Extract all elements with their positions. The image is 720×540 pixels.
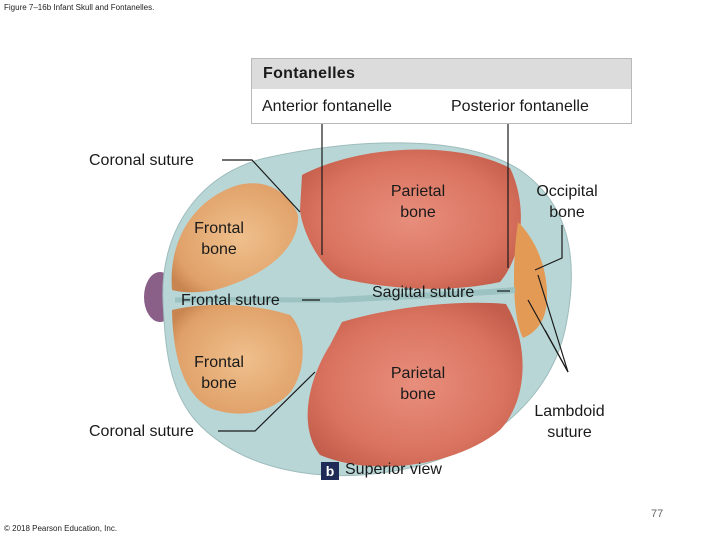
label-occipital-bone-line1: Occipital bbox=[536, 183, 598, 200]
label-parietal-bone-top-line2: bone bbox=[400, 204, 436, 221]
label-lambdoid-suture-line1: Lambdoid bbox=[534, 403, 605, 420]
label-lambdoid-suture-line2: suture bbox=[547, 424, 592, 441]
fontanelles-legend: Fontanelles Anterior fontanelle Posterio… bbox=[251, 58, 632, 124]
legend-title: Fontanelles bbox=[263, 65, 356, 82]
label-frontal-bone-top-line2: bone bbox=[201, 241, 237, 258]
label-parietal-bone-top-line1: Parietal bbox=[390, 183, 446, 200]
label-occipital-bone-line2: bone bbox=[549, 204, 585, 221]
label-parietal-bone-top: Parietal bone bbox=[378, 181, 458, 223]
label-parietal-bone-bottom-line2: bone bbox=[400, 386, 436, 403]
label-lambdoid-suture: Lambdoid suture bbox=[522, 401, 617, 443]
label-coronal-suture-top: Coronal suture bbox=[89, 152, 194, 169]
caption-badge: b bbox=[321, 462, 339, 480]
parietal-bone-bottom-shape bbox=[307, 302, 523, 467]
leader-lambdoid-suture-c bbox=[544, 329, 569, 373]
leader-coronal-suture-top bbox=[222, 159, 301, 213]
leader-lambdoid-suture-a bbox=[537, 274, 569, 373]
label-frontal-bone-bottom-line2: bone bbox=[201, 375, 237, 392]
label-coronal-suture-bottom: Coronal suture bbox=[89, 423, 194, 440]
copyright-notice: © 2018 Pearson Education, Inc. bbox=[4, 524, 118, 533]
parietal-bone-top-shape bbox=[300, 149, 521, 289]
label-frontal-bone-bottom-line1: Frontal bbox=[194, 354, 244, 371]
label-frontal-bone-top-line1: Frontal bbox=[194, 220, 244, 237]
label-parietal-bone-bottom: Parietal bone bbox=[378, 363, 458, 405]
label-parietal-bone-bottom-line1: Parietal bbox=[390, 365, 446, 382]
occipital-bone-shape bbox=[513, 222, 548, 338]
frontal-bone-top-shape bbox=[171, 183, 299, 293]
label-frontal-suture: Frontal suture bbox=[181, 292, 280, 309]
label-occipital-bone: Occipital bone bbox=[522, 181, 612, 223]
frontal-bone-bottom-shape bbox=[172, 304, 303, 414]
leader-coronal-suture-bottom bbox=[218, 371, 316, 432]
legend-anterior-fontanelle: Anterior fontanelle bbox=[262, 98, 392, 115]
label-frontal-bone-bottom: Frontal bone bbox=[183, 352, 255, 394]
legend-header: Fontanelles bbox=[252, 59, 631, 89]
caption-text: Superior view bbox=[345, 461, 442, 478]
figure-title: Figure 7–16b Infant Skull and Fontanelle… bbox=[4, 3, 155, 12]
legend-posterior-fontanelle: Posterior fontanelle bbox=[451, 98, 589, 115]
label-frontal-bone-top: Frontal bone bbox=[183, 218, 255, 260]
page-number: 77 bbox=[651, 508, 664, 520]
label-sagittal-suture: Sagittal suture bbox=[372, 284, 475, 301]
leader-occipital-bone bbox=[534, 225, 563, 271]
